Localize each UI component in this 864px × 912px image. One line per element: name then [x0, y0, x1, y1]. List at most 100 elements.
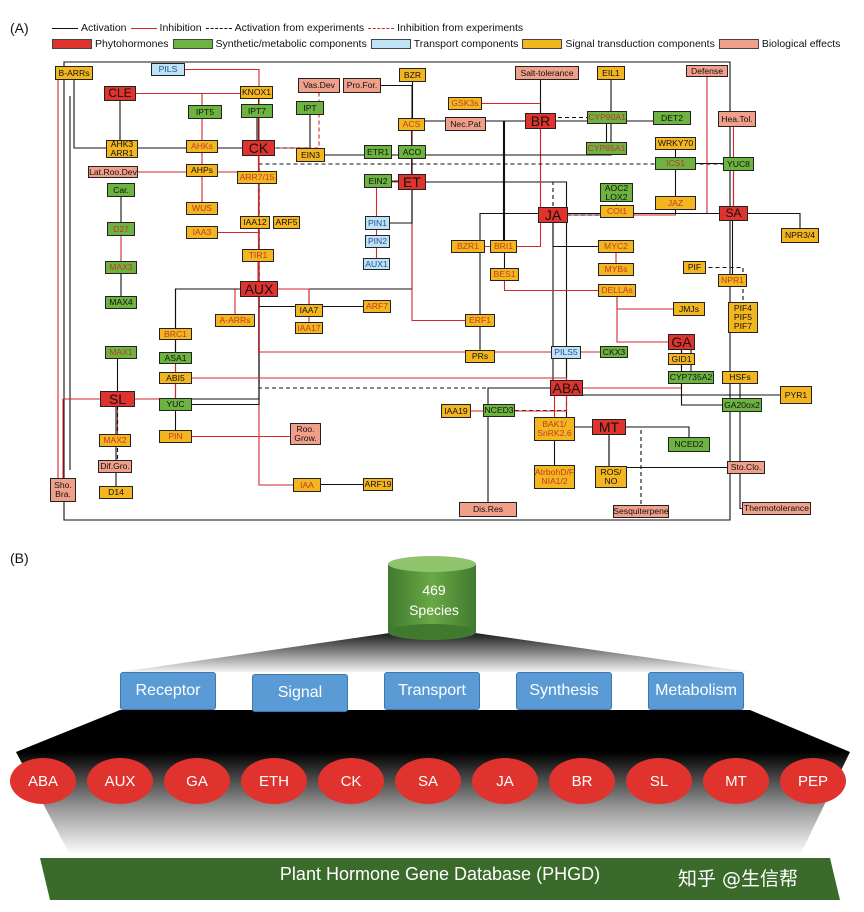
node-knox1: KNOX1 [240, 86, 273, 99]
hormone-ja: JA [472, 758, 538, 804]
node-sto-clo: Sto.Clo. [727, 461, 765, 474]
node-bes1: BES1 [490, 268, 519, 281]
node-coi1: COI1 [600, 205, 634, 218]
node-yuc: YUC [159, 398, 192, 411]
node-salt-tol: Salt-tolerance [515, 66, 579, 80]
legend: Activation Inhibition Activation from ex… [52, 22, 852, 54]
hormone-sl: SL [626, 758, 692, 804]
node-br: BR [525, 113, 556, 129]
node-hea-tol: Hea.Tol. [718, 111, 756, 127]
node-eil1: EIL1 [597, 66, 625, 80]
node-pin2: PIN2 [365, 235, 390, 248]
node-ahks: AHKs [186, 140, 218, 153]
node-jaz: JAZ [655, 196, 696, 210]
funnel-band [16, 710, 850, 752]
node-dellas: DELLAs [598, 284, 636, 297]
node-ipt5: IPT5 [188, 105, 222, 119]
node-yuc8: YUC8 [723, 157, 754, 171]
node-ga20ox2: GA20ox2 [722, 398, 762, 412]
legend-phytohormones: Phytohormones [52, 38, 169, 50]
legend-activation: Activation [52, 22, 127, 34]
node-pro-for: Pro.For. [343, 78, 381, 93]
legend-signal: Signal transduction components [522, 38, 715, 50]
node-hsfs: HSFs [722, 371, 758, 384]
edge-pro_for-et [362, 84, 413, 182]
node-pif4: PIF4 PIF5 PIF7 [728, 302, 758, 333]
legend-synthetic: Synthetic/metabolic components [172, 38, 367, 50]
node-bak1: BAK1/ SnRK2.6 [534, 417, 575, 441]
node-sho-bra: Sho. Bra. [50, 478, 76, 502]
edge-abi5-aba [175, 377, 568, 388]
node-lat-roo: Lat.Roo.Dev [88, 166, 138, 178]
edge-aba-dis_res [487, 387, 567, 510]
watermark: 知乎 @生信帮 [678, 868, 799, 890]
node-bzr: BZR [399, 68, 426, 82]
category-receptor: Receptor [120, 672, 216, 710]
node-roo-grow: Roo. Grow. [290, 423, 321, 445]
node-ga: GA [668, 334, 695, 350]
node-gsk3s: GSK3s [448, 97, 482, 110]
bar-icon [130, 27, 157, 29]
node-thermotolerance: Thermotolerance [742, 502, 811, 515]
edge-br-bri1 [502, 120, 541, 247]
node-ck: CK [242, 140, 275, 156]
node-bri1: BRI1 [490, 240, 517, 253]
edge-et-ja [412, 181, 554, 215]
node-pils: PILS [151, 63, 185, 76]
node-aux1: AUX1 [363, 258, 390, 270]
node-defense: Defense [686, 65, 728, 77]
legend-inhibition: Inhibition [130, 22, 202, 34]
hormone-ck: CK [318, 758, 384, 804]
node-npr1: NPR1 [718, 274, 747, 287]
node-npr34: NPR3/4 [781, 228, 819, 243]
edge-cle-aux [120, 92, 260, 289]
funnel-top [120, 628, 750, 672]
hormone-aux: AUX [87, 758, 153, 804]
edge-prs-sa [479, 212, 734, 357]
species-cylinder [388, 556, 476, 640]
legend-activation-experiments: Activation from experiments [205, 22, 364, 34]
hormone-sa: SA [395, 758, 461, 804]
node-iaa12: IAA12 [240, 216, 270, 229]
node-brc1: BRC1 [159, 328, 192, 340]
node-nced3: NCED3 [483, 404, 515, 417]
species-number: 469 [422, 582, 446, 598]
edge-br-ja [539, 121, 553, 216]
node-pin1: PIN1 [365, 216, 390, 230]
node-wrky70: WRKY70 [655, 137, 696, 150]
panel-b-label: (B) [10, 550, 29, 566]
arrow-icon [52, 27, 78, 29]
category-metabolism: Metabolism [648, 672, 744, 710]
network-frame [63, 61, 731, 521]
node-arf19: ARF19 [363, 478, 393, 491]
node-sesquiterpene: Sesquiterpene [613, 505, 669, 518]
category-synthesis: Synthesis [516, 672, 612, 710]
edge-pin-roo_grow [175, 434, 307, 438]
node-ahps: AHPs [186, 164, 218, 177]
node-myc2: MYC2 [598, 240, 634, 253]
node-cyp90a1: CYP90A1 [587, 111, 627, 124]
edge-ja-aba [552, 215, 567, 389]
node-b-arrs: B-ARRs [55, 66, 93, 80]
node-cyp85a1: CYP85A1 [586, 142, 627, 155]
node-aux: AUX [240, 281, 278, 297]
legend-line-types: Activation Inhibition Activation from ex… [52, 22, 527, 34]
node-max3: MAX3 [105, 261, 137, 274]
species-count: 469 Species [384, 580, 484, 620]
node-pils5: PILS5 [551, 346, 581, 359]
node-et: ET [398, 174, 426, 190]
node-wus: WUS [186, 202, 218, 215]
hormone-ga: GA [164, 758, 230, 804]
node-ckx3: CKX3 [600, 346, 628, 358]
edge-et-erf1 [411, 182, 480, 322]
hormone-br: BR [549, 758, 615, 804]
node-nec-pat: Nec.Pat [445, 117, 486, 131]
legend-biological: Biological effects [718, 38, 840, 50]
hormone-eth: ETH [241, 758, 307, 804]
node-nced2: NCED2 [668, 437, 710, 452]
node-iaa7: IAA7 [295, 304, 323, 317]
node-pyr1: PYR1 [780, 386, 812, 404]
node-arr7: ARR7/15 [237, 171, 277, 184]
hormone-aba: ABA [10, 758, 76, 804]
